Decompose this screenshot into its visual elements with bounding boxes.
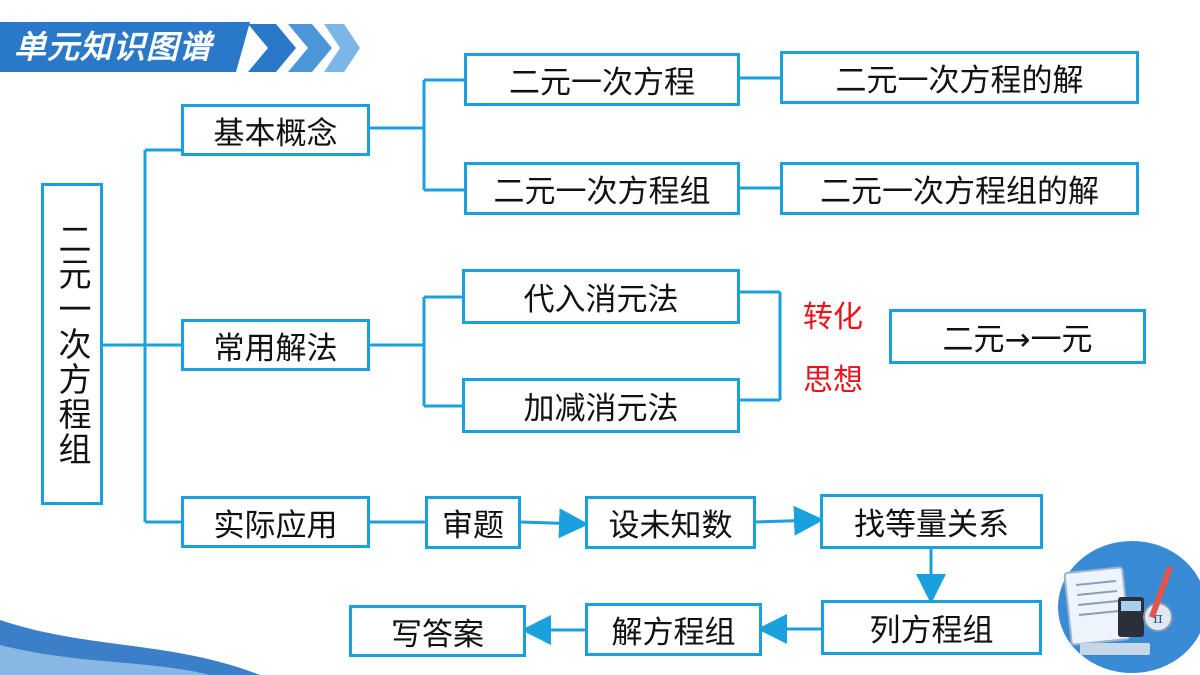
node-system-solution: 二元一次方程组的解 (780, 162, 1139, 215)
root-label: 二元一次方程组 (53, 221, 92, 467)
step-list: 列方程组 (821, 600, 1042, 655)
title-banner (0, 22, 360, 72)
svg-text:π: π (1153, 609, 1163, 627)
step-unknowns: 设未知数 (585, 496, 756, 549)
wave-decoration (0, 620, 260, 675)
node-equation: 二元一次方程 (464, 53, 740, 106)
node-system: 二元一次方程组 (464, 162, 740, 215)
math-tools-illustration: π (1058, 541, 1200, 673)
step-read: 审题 (425, 496, 521, 549)
root-node: 二元一次方程组 (41, 183, 103, 505)
step-answer: 写答案 (349, 605, 526, 657)
node-substitution: 代入消元法 (462, 269, 740, 324)
step-relation: 找等量关系 (820, 494, 1043, 549)
branch-methods: 常用解法 (181, 319, 370, 371)
branch-application: 实际应用 (181, 496, 370, 548)
idea-label-line2: 思想 (803, 363, 863, 398)
node-equation-solution: 二元一次方程的解 (780, 51, 1139, 104)
node-result: 二元→一元 (889, 309, 1146, 364)
branch-concept: 基本概念 (181, 104, 370, 156)
step-solve: 解方程组 (585, 603, 762, 656)
page-title: 单元知识图谱 (14, 28, 213, 66)
idea-label-line1: 转化 (803, 300, 863, 335)
node-elimination: 加减消元法 (462, 378, 740, 433)
